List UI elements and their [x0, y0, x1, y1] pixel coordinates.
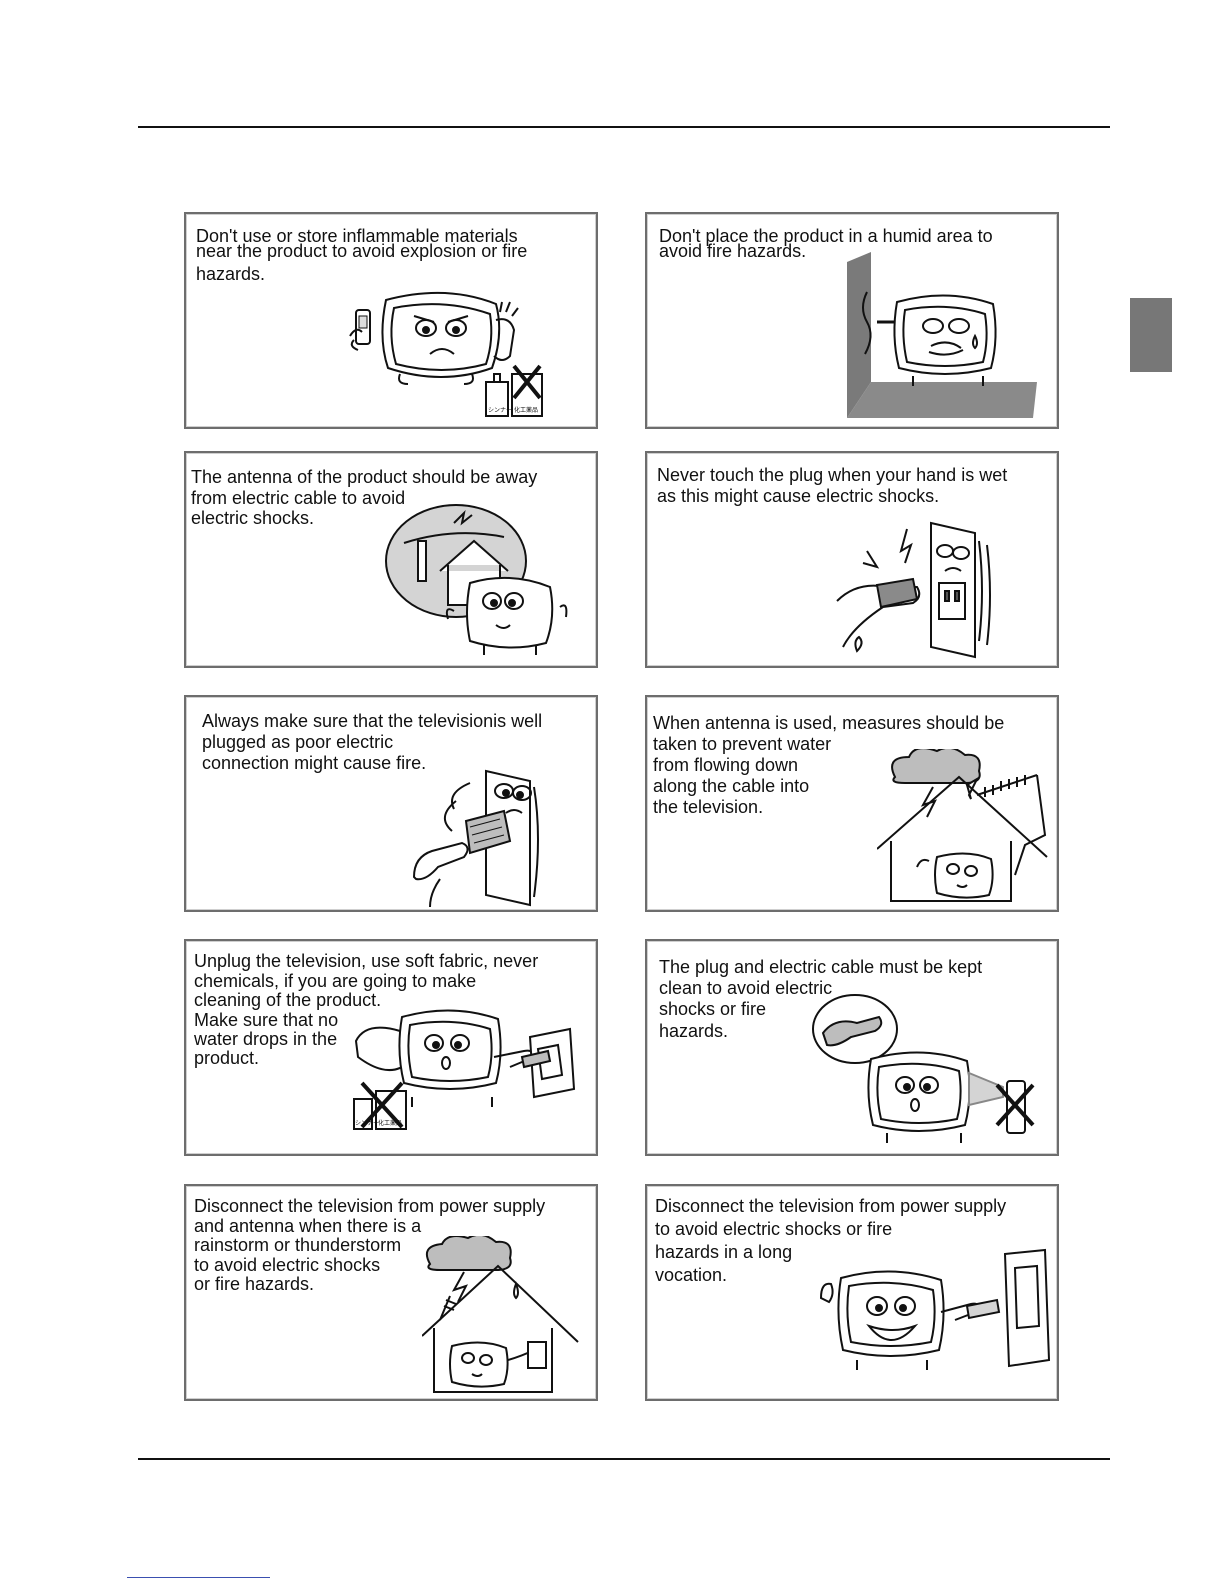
panel-text-line: electric shocks. [191, 508, 315, 528]
panel-text-line: hazards. [196, 264, 266, 284]
panel-antenna-cable: The antenna of the product should be awa… [184, 451, 598, 668]
section-tab [1130, 298, 1172, 372]
panel-text-line: from electric cable to avoid [191, 488, 406, 508]
panel-text-line: Disconnect the television from power sup… [655, 1196, 1007, 1216]
panel-clean-plug: The plug and electric cable must be kept… [645, 939, 1059, 1156]
panel-text-line: Unplug the television, use soft fabric, … [194, 951, 539, 971]
panel-text-line: near the product to avoid explosion or f… [196, 241, 528, 261]
panel-text-line: to avoid electric shocks or fire [655, 1219, 893, 1239]
bottle-label: シンナー [355, 1120, 379, 1127]
panel-text-line: plugged as poor electric [202, 732, 394, 752]
panel-text-line: Disconnect the television from power sup… [194, 1196, 546, 1216]
panel-text-line: water drops in the [194, 1029, 338, 1049]
panel-text-line: Don't use or store inflammable materials [196, 226, 518, 246]
panel-storm: Disconnect the television from power sup… [184, 1184, 598, 1401]
panel-text-line: or fire hazards. [194, 1274, 315, 1294]
plug-in-socket-illustration [410, 767, 560, 907]
panel-text-line: as this might cause electric shocks. [657, 486, 940, 506]
header-rule [138, 126, 1110, 128]
bottle-label: 化工薬品 [514, 406, 538, 414]
panel-cleaning: Unplug the television, use soft fabric, … [184, 939, 598, 1156]
panel-text-line: connection might cause fire. [202, 753, 427, 773]
antenna-near-cable-illustration [384, 501, 574, 661]
panel-text-line: shocks or fire [659, 999, 767, 1019]
panel-text-line: Don't place the product in a humid area … [659, 226, 993, 246]
house-thunderstorm-illustration [422, 1236, 582, 1396]
footer-link-underline [127, 1577, 270, 1578]
panel-text-line: chemicals, if you are going to make [194, 971, 477, 991]
panel-wet-hand: Never touch the plug when your hand is w… [645, 451, 1059, 668]
panel-text-line: and antenna when there is a [194, 1216, 422, 1236]
happy-tv-unplugged-illustration [817, 1248, 1053, 1388]
panel-flammable: Don't use or store inflammable materials… [184, 212, 598, 429]
panel-text-line: The plug and electric cable must be kept [659, 957, 983, 977]
wet-hand-plug-illustration [827, 521, 1007, 661]
panel-text-line: hazards. [659, 1021, 729, 1041]
tv-in-humid-corner-illustration [847, 252, 1047, 422]
panel-text-line: When antenna is used, measures should be [653, 713, 1005, 733]
panel-text-line: The antenna of the product should be awa… [191, 467, 538, 487]
panel-text-line: taken to prevent water [653, 734, 832, 754]
panel-text-line: from flowing down [653, 755, 799, 775]
panel-text-line: Make sure that no [194, 1010, 339, 1030]
panel-text-line: cleaning of the product. [194, 990, 382, 1010]
panel-text-line: rainstorm or thunderstorm [194, 1235, 402, 1255]
panel-vacation: Disconnect the television from power sup… [645, 1184, 1059, 1401]
panel-text-line: avoid fire hazards. [659, 241, 807, 261]
panel-text-line: vocation. [655, 1265, 728, 1285]
panel-text-line: to avoid electric shocks [194, 1255, 381, 1275]
bottle-label: シンナー [488, 407, 512, 414]
footer-rule [138, 1458, 1110, 1460]
tv-refusing-flammables-illustration: シンナー 化工薬品 [346, 290, 576, 418]
tv-unplug-cleaning-illustration: シンナー 化工薬品 [342, 997, 582, 1137]
house-antenna-rain-illustration [877, 749, 1057, 909]
panel-text-line: Never touch the plug when your hand is w… [657, 465, 1008, 485]
panel-antenna-water: When antenna is used, measures should be… [645, 695, 1059, 912]
panel-text-line: the television. [653, 797, 764, 817]
clean-plug-tv-illustration [811, 993, 1051, 1149]
panel-text-line: clean to avoid electric [659, 978, 833, 998]
panel-text-line: product. [194, 1048, 260, 1068]
panel-humid: Don't place the product in a humid area … [645, 212, 1059, 429]
panel-text-line: along the cable into [653, 776, 810, 796]
panel-well-plugged: Always make sure that the televisionis w… [184, 695, 598, 912]
bottle-label: 化工薬品 [378, 1119, 402, 1127]
panel-text-line: hazards in a long [655, 1242, 793, 1262]
panel-text-line: Always make sure that the televisionis w… [202, 711, 543, 731]
